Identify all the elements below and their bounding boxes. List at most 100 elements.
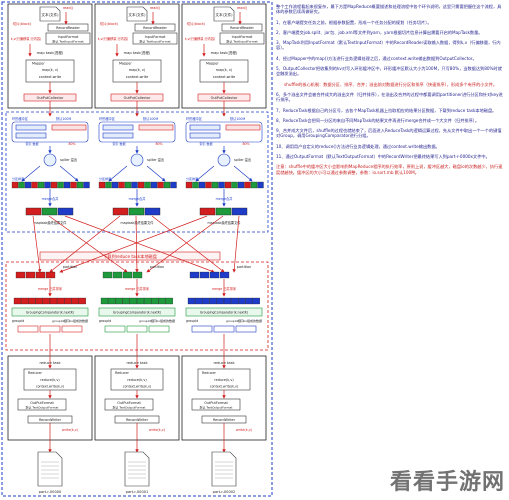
buffer-index-bar [189,124,221,131]
partition-label: partition [150,265,164,269]
merged-cell [158,297,166,305]
input-format-box [219,32,265,45]
input-format-box [45,32,91,45]
output-part-label: part-r-00001 [126,490,149,494]
group-same-label: groupId相同kv组成的数据 [52,318,88,323]
spill-partition-cell [205,181,212,189]
buffer-data-bar [51,124,87,131]
output-file-icon [211,451,237,487]
spill-partition-cell [70,181,77,189]
merged-cell [151,297,159,305]
reduce-fn-label: reduce(k,v) [214,378,234,382]
map-fn-label: map(k, v) [42,68,59,72]
merged-cell [100,297,109,305]
input-format-sub: 默认 TextInputFormat [52,39,84,44]
spill-partition-cell [211,181,219,189]
input-format-sub: 默认 TextInputFormat [226,39,258,44]
map-task-label: map task(进程) [37,50,64,55]
write-label: write(k,v) [149,428,166,432]
map-result-partition [25,207,42,216]
spill-partition-cell [218,181,225,189]
mapper-label: Mapper [206,62,219,66]
output-format-sub: 默认 TextOutputFormat [200,405,234,410]
input-format-label: InputFormat [145,35,166,39]
merged-cell [129,297,137,305]
reduce-context-label: context.write(k,v) [210,385,238,389]
output-format-label: OutPutFormat [30,401,54,405]
fetched-partition-cell [209,271,220,279]
buffer-index-bar-2 [15,132,47,139]
record-reader-box [221,23,263,32]
group-cell [235,325,257,333]
buffer-label: 环形缓冲区 [99,116,116,121]
shuffle-arrow [49,215,121,273]
spill-partition-cell [37,181,45,189]
file-label: 文本(文件) [41,12,59,17]
shuffle-arrow [48,215,128,273]
note-12: 11、通过OutputFormat（默认TextOutputFormat）中的R… [276,154,490,160]
shuffle-arrow [64,215,215,273]
map-result-partition [231,207,248,216]
reduce-fn-label: reduce(k,v) [127,378,147,382]
split-label: 切片(block) [13,21,32,26]
input-format-label: InputFormat [232,35,253,39]
flow-arrow [195,165,215,182]
merged-cell [238,297,246,305]
map-result-label: maptask最终结果文件 [208,220,242,225]
reduce-task-label: reduce task [39,361,61,365]
fetched-partition-cell [15,271,26,279]
split-label: 切片(block) [187,21,206,26]
group-same-label: groupId相同kv组成的数据 [226,318,262,323]
spiller-label: spiller 溢出 [60,157,77,162]
spill-partition-cell [150,181,158,189]
kv-label: k,v(行偏移量,行内容) [98,36,129,41]
file-icon [126,6,148,22]
download-band [39,251,221,261]
fetched-partition-cell [25,271,36,279]
buffer-percent: 80% [242,142,249,146]
grouping-comparator-box [11,307,89,317]
group-cell [213,325,235,333]
grouping-comparator-label: GroupingComparator(k.nextK) [26,311,74,315]
partition-sort-label: 分区排序 [99,176,111,181]
reduce-fn-label: reduce(k,v) [40,378,60,382]
buffer-data-bar [138,124,174,131]
merged-cell [231,297,239,305]
merged-cell [187,297,196,305]
merged-cell [252,297,260,305]
spill-partition-cell [257,181,264,189]
spill-partition-cell [111,181,119,189]
buffer-sub: 默认100M [143,116,158,121]
output-file-icon [124,451,150,487]
partition-sort-label: 分区排序 [12,176,24,181]
reducer-label: Reducer [115,371,130,375]
spill-partition-cell [105,181,112,189]
buffer-index-bar [15,124,47,131]
partition-label: partition [237,265,251,269]
record-reader-box [47,23,89,32]
spill-partition-cell [118,181,125,189]
buffer-percent: 80% [155,142,162,146]
flow-arrow [108,165,128,182]
merged-cell [49,297,58,305]
spill-partition-cell [18,181,25,189]
spill-partition-cell [24,181,32,189]
map-result-label: maptask最终结果文件 [121,220,155,225]
note-1: 1、在客户端提交任务之前，根据参数配置，形成一个任务分配的规划（任务切片）。 [276,19,432,25]
input-format-sub: 默认 TextInputFormat [139,39,171,44]
spill-partition-cell [170,181,177,189]
file-icon [39,6,61,22]
spiller-label: spiller 溢出 [147,157,164,162]
shuffle-arrow [146,215,224,273]
spill-partition-cell [131,181,138,189]
spill-partition-cell [44,181,51,189]
group-same-label: groupId相同kv组成的数据 [139,318,175,323]
merge-sort-label: merge 归并排序 [38,286,63,291]
spill-partition-cell [11,181,19,189]
note-7: 6、多个溢出文件会被合并成大的溢出文件（归并排序），在溢出及合并的过程中都要调用… [276,91,503,103]
shuffle-arrow [151,215,225,273]
buffer-label: 环形缓冲区 [186,116,203,121]
output-part-label: part-r-00000 [39,490,62,494]
